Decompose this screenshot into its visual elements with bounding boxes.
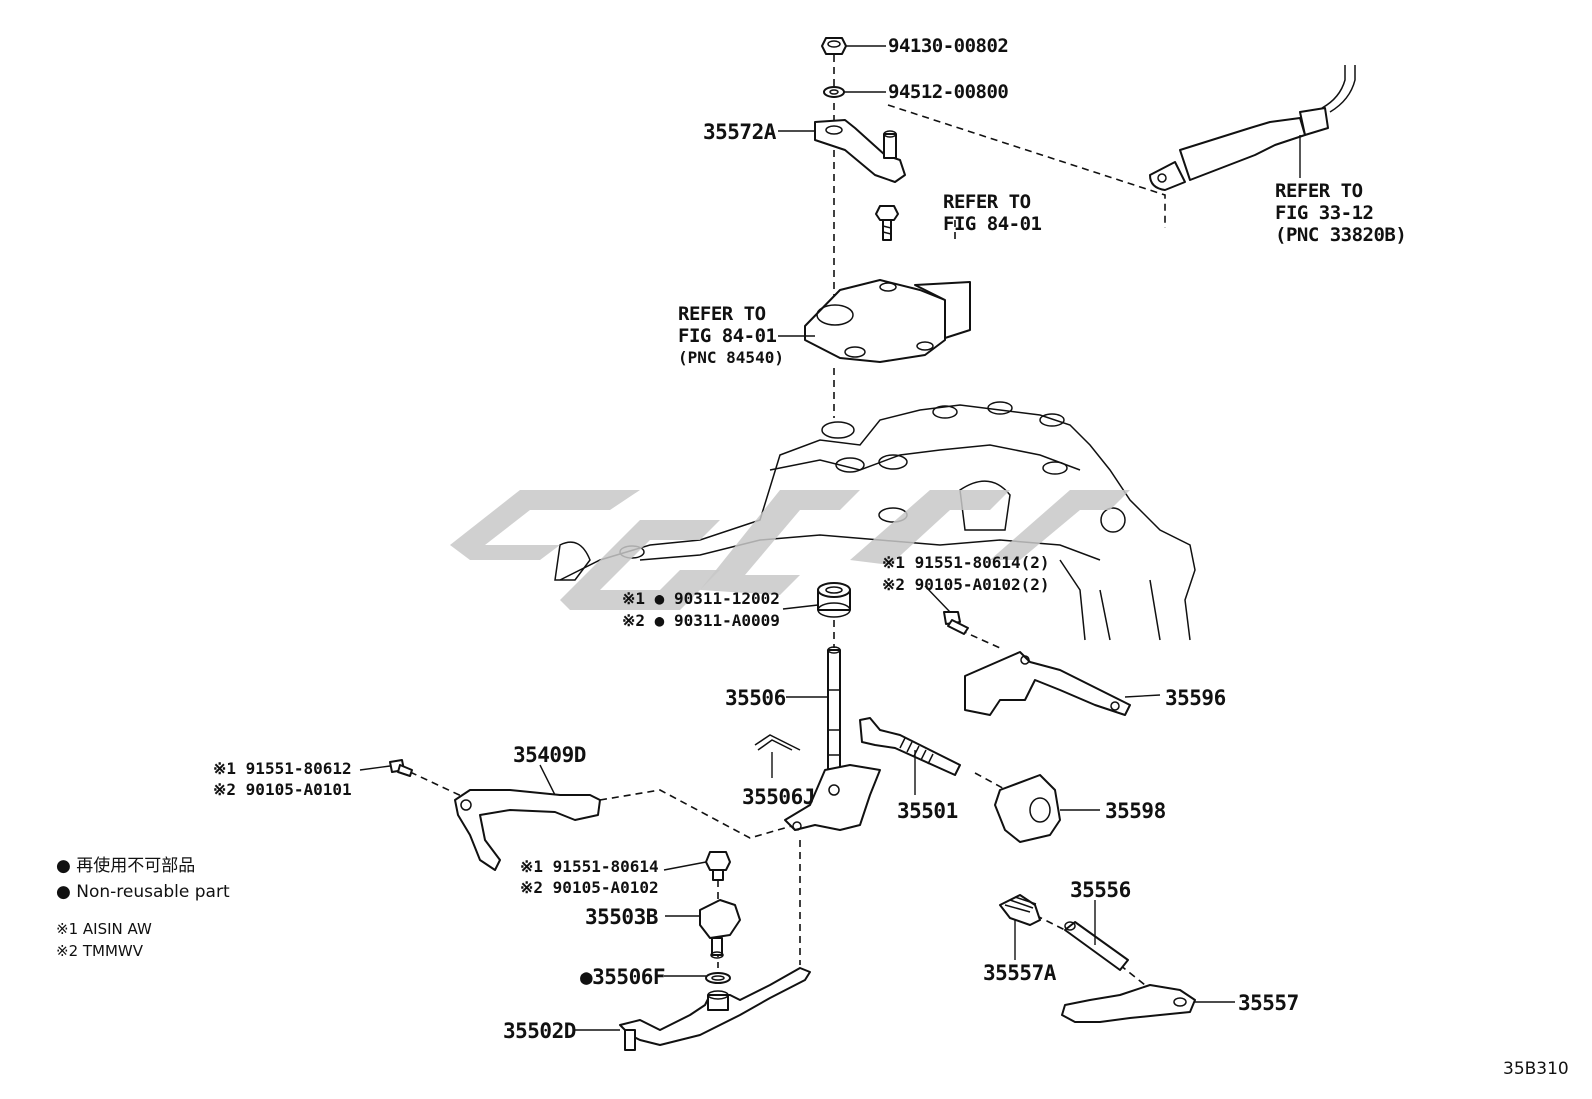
washer-94512-00800	[823, 86, 845, 98]
label-35506: 35506	[725, 686, 786, 710]
part-35596	[964, 651, 1131, 716]
label-35556: 35556	[1070, 878, 1131, 902]
manual-valve-shaft-35506	[827, 646, 841, 771]
pawl-35557	[1061, 984, 1196, 1023]
detent-lever	[784, 764, 881, 831]
label-35503B: 35503B	[585, 905, 658, 929]
legend-note-1: ※1 AISIN AW	[56, 920, 152, 938]
label-94130-00802: 94130-00802	[888, 35, 1008, 57]
pin-35556	[1064, 921, 1129, 971]
label-35506F: ●35506F	[580, 965, 665, 989]
legend-non-reusable-jp: ● 再使用不可部品	[56, 855, 195, 876]
label-91551-80612: ※1 91551-80612	[213, 759, 352, 778]
label-refer-2-line1: REFER TO	[678, 303, 766, 325]
label-refer-1-line1: REFER TO	[943, 191, 1031, 213]
spring-35557A	[999, 894, 1041, 926]
label-35502D: 35502D	[503, 1019, 576, 1043]
label-91551-80614-2: ※1 91551-80614(2)	[882, 553, 1050, 572]
label-refer-2-line3: (PNC 84540)	[678, 348, 784, 367]
label-90311-12002: ※1 ● 90311-12002	[622, 589, 780, 608]
lever-35502D	[619, 967, 811, 1051]
neutral-start-switch	[804, 279, 971, 363]
label-35557A: 35557A	[983, 961, 1057, 985]
label-refer-2-line2: FIG 84-01	[678, 325, 777, 347]
assembly-lines	[409, 55, 1166, 986]
diagram-code: 35B310	[1503, 1059, 1569, 1079]
nut-94130-00802	[821, 37, 847, 55]
label-35598: 35598	[1105, 799, 1166, 823]
lever-35409D	[454, 789, 601, 871]
o-ring-35506F	[705, 972, 731, 984]
label-94512-00800: 94512-00800	[888, 81, 1008, 103]
label-refer-1-line2: FIG 84-01	[943, 213, 1042, 235]
legend-non-reusable-en: ● Non-reusable part	[56, 882, 230, 902]
label-90311-A0009: ※2 ● 90311-A0009	[622, 611, 780, 630]
label-35501: 35501	[897, 799, 958, 823]
labels: 94130-00802 94512-00800 35572A REFER TO …	[213, 35, 1407, 1043]
label-90105-A0102: ※2 90105-A0102	[520, 878, 659, 897]
collar-35598	[994, 774, 1061, 843]
label-refer-3-line3: (PNC 33820B)	[1275, 224, 1406, 246]
label-35557: 35557	[1238, 991, 1299, 1015]
lever-35572A	[814, 119, 906, 183]
watermark-logo	[450, 490, 1130, 610]
legend-note-2: ※2 TMMWV	[56, 942, 144, 960]
label-35572A: 35572A	[703, 120, 777, 144]
label-90105-A0102-2: ※2 90105-A0102(2)	[882, 575, 1050, 594]
label-91551-80614: ※1 91551-80614	[520, 857, 659, 876]
bolt-refer-fig-84-01	[875, 205, 899, 241]
label-refer-3-line1: REFER TO	[1275, 180, 1363, 202]
label-refer-3-line2: FIG 33-12	[1275, 202, 1373, 224]
bolt-91551-80614	[705, 851, 731, 881]
label-35596: 35596	[1165, 686, 1226, 710]
label-90105-A0101: ※2 90105-A0101	[213, 780, 352, 799]
label-35409D: 35409D	[513, 743, 586, 767]
spring-35503B	[699, 899, 741, 959]
spring-clip-35506J	[754, 734, 801, 751]
bolt-91551-80612	[389, 759, 413, 777]
label-35506J: 35506J	[742, 785, 815, 809]
leader-lines	[359, 45, 1301, 1031]
rod-35501	[859, 717, 961, 776]
bolt-91551-80614-2	[943, 611, 969, 635]
legend: ● 再使用不可部品 ● Non-reusable part ※1 AISIN A…	[56, 855, 230, 960]
shift-cable	[1149, 65, 1356, 191]
oil-seal-90311	[817, 582, 851, 618]
